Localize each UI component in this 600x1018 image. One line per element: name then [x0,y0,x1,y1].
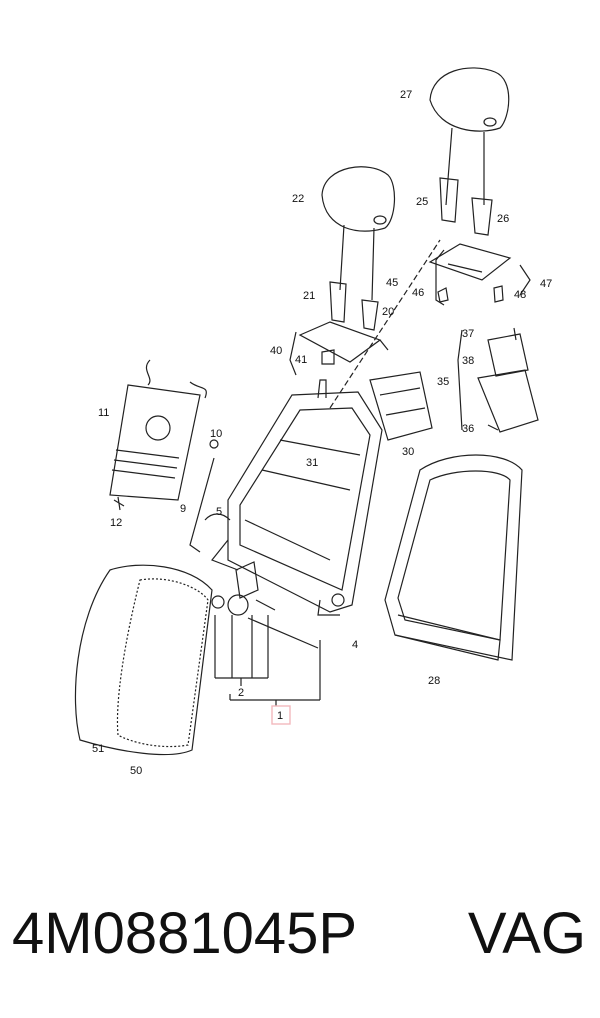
back-panel-28 [384,454,523,661]
callout-11: 11 [98,407,109,419]
callout-9: 9 [180,503,186,515]
callout-27: 27 [400,89,412,101]
callout-48: 48 [514,289,526,301]
bracket-30 [369,371,433,441]
highlight-box [271,705,291,725]
callout-40: 40 [270,345,282,357]
callout-25: 25 [416,196,428,208]
callout-1: 1 [277,710,283,722]
recliner-motor [235,561,259,599]
cover-51 [74,564,213,756]
bracket-45 [428,243,512,281]
bracket-38 [487,333,529,377]
brand-label: VAG [467,901,586,966]
callout-37: 37 [462,328,474,340]
callout-41: 41 [295,354,307,366]
guide-20 [361,299,379,331]
headrest-27 [429,67,510,132]
headrest-22 [321,166,395,232]
callout-50: 50 [130,765,142,777]
callout-46: 46 [412,287,424,299]
callout-2: 2 [238,687,244,699]
callout-26: 26 [497,213,509,225]
callout-38: 38 [462,355,474,367]
callout-20: 20 [382,306,394,318]
guide-21 [329,281,347,323]
guide-26 [471,197,493,236]
callout-12: 12 [110,517,122,529]
callout-45: 45 [386,277,398,289]
callout-47: 47 [540,278,552,290]
backrest-frame [227,391,383,613]
callout-4: 4 [352,639,358,651]
callout-36: 36 [462,423,474,435]
callout-21: 21 [303,290,315,302]
callout-35: 35 [437,376,449,388]
callout-22: 22 [292,193,304,205]
callout-10: 10 [210,428,222,440]
callout-28: 28 [428,675,440,687]
bracket-35 [477,369,539,433]
seat-backrest-exploded-diagram: 1 2 4 5 9 10 11 12 20 21 22 25 26 27 28 … [74,67,552,777]
callout-31: 31 [306,457,318,469]
callout-5: 5 [216,506,222,518]
guide-25 [439,177,459,223]
lumbar-mat-11 [109,384,201,501]
part-number: 4M0881045P [12,901,358,966]
bracket-40 [298,321,382,363]
callout-51: 51 [92,743,104,755]
callout-30: 30 [402,446,414,458]
padding-50 [116,578,209,748]
